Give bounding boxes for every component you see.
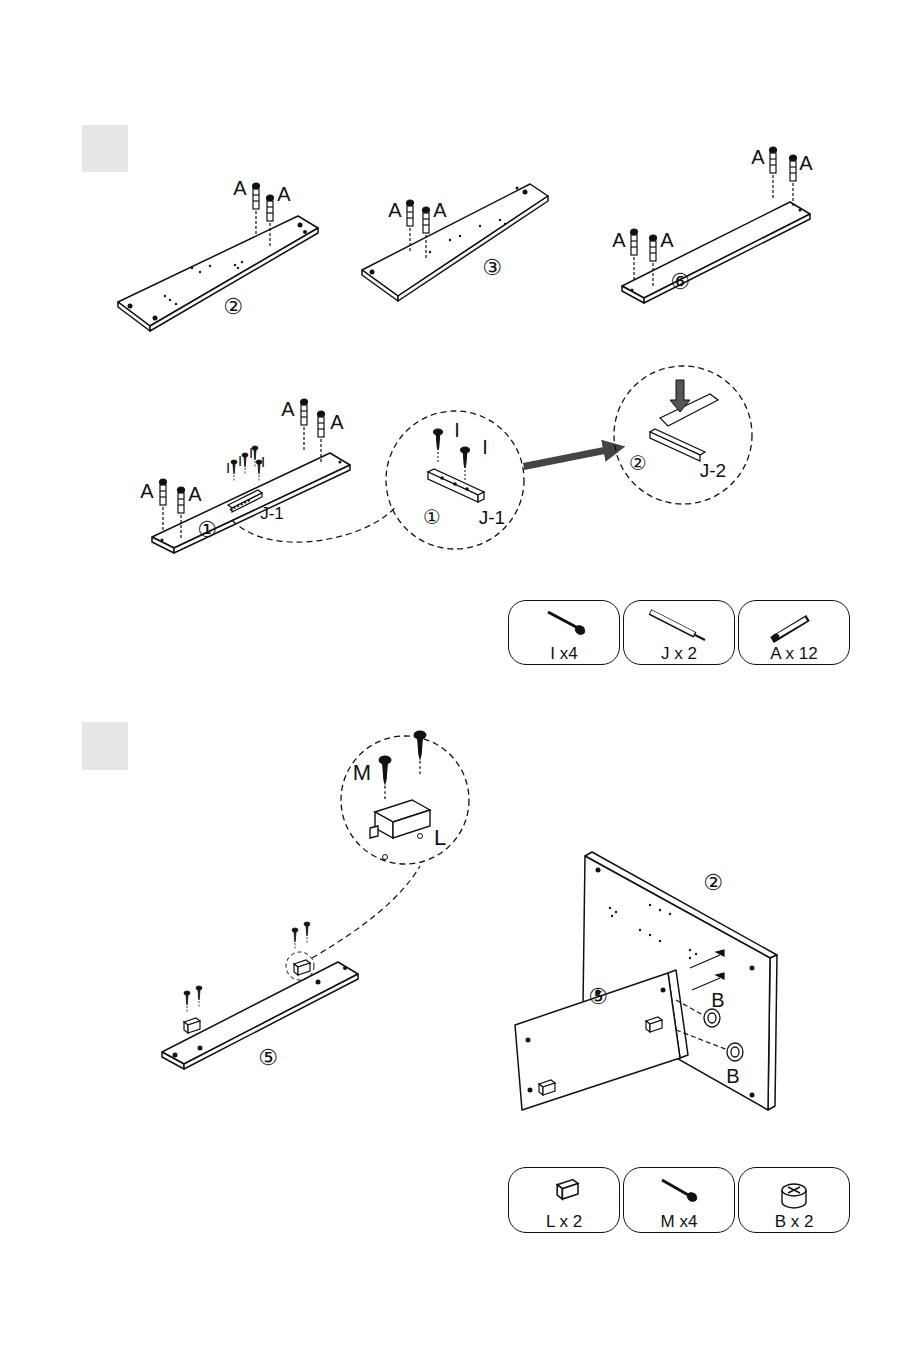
- detail-circle: ML: [340, 735, 470, 865]
- part-label: A: [433, 200, 446, 220]
- detail-circle: ② J-2: [613, 365, 753, 505]
- part-label: L: [434, 827, 446, 849]
- part-label: I: [226, 460, 230, 475]
- hardware-box: A x 12: [738, 600, 850, 665]
- part-label: A: [330, 412, 343, 432]
- hardware-count: B x 2: [775, 1213, 814, 1230]
- part-label: ①: [197, 519, 217, 541]
- hardware-box: M x4: [623, 1167, 735, 1233]
- dashed-outline: [386, 411, 524, 549]
- part-label: A: [188, 484, 201, 504]
- hardware-count: I x4: [550, 645, 577, 662]
- hardware-box: B x 2: [738, 1167, 850, 1233]
- part-label: A: [660, 230, 673, 250]
- part-label: M: [353, 762, 371, 784]
- dashed-outline: [341, 736, 469, 864]
- part-label: A: [281, 399, 294, 419]
- part-label: I: [238, 453, 242, 468]
- part-label: J-2: [700, 461, 726, 480]
- part-label: I: [482, 437, 488, 457]
- hardware-count: L x 2: [546, 1213, 582, 1230]
- part-label: ②: [223, 296, 243, 318]
- detail-circle-outline: [340, 735, 470, 865]
- part-label: I: [249, 445, 253, 460]
- hardware-box: I x4: [508, 600, 620, 665]
- part-label: A: [140, 481, 153, 501]
- detail-circle-outline: [613, 365, 753, 505]
- flow-arrow: [524, 449, 615, 467]
- part-label: A: [612, 230, 625, 250]
- part-label: B: [711, 990, 724, 1010]
- dashed-outline: [614, 366, 752, 504]
- part-label: ②: [629, 453, 647, 473]
- hardware-box: J x 2: [623, 600, 735, 665]
- hardware-count: M x4: [661, 1213, 698, 1230]
- hardware-count: A x 12: [770, 645, 817, 662]
- part-label: ⑤: [588, 986, 608, 1008]
- part-label: I: [454, 420, 460, 440]
- part-label: A: [233, 178, 246, 198]
- part-label: ①: [423, 507, 441, 527]
- part-label: A: [277, 184, 290, 204]
- hardware-count: J x 2: [661, 645, 697, 662]
- part-label: J-1: [260, 505, 284, 522]
- hardware-box: L x 2: [508, 1167, 620, 1233]
- part-label: B: [726, 1066, 739, 1086]
- part-label: A: [751, 147, 764, 167]
- part-label: J-1: [479, 508, 505, 527]
- part-label: A: [388, 200, 401, 220]
- part-label: ③: [482, 257, 502, 279]
- part-label: ⑥: [670, 271, 690, 293]
- part-label: I: [261, 454, 265, 469]
- part-label: ②: [703, 872, 723, 894]
- part-label: ⑤: [258, 1047, 278, 1069]
- detail-circle: I I ① J-1: [385, 410, 525, 550]
- part-label: A: [799, 153, 812, 173]
